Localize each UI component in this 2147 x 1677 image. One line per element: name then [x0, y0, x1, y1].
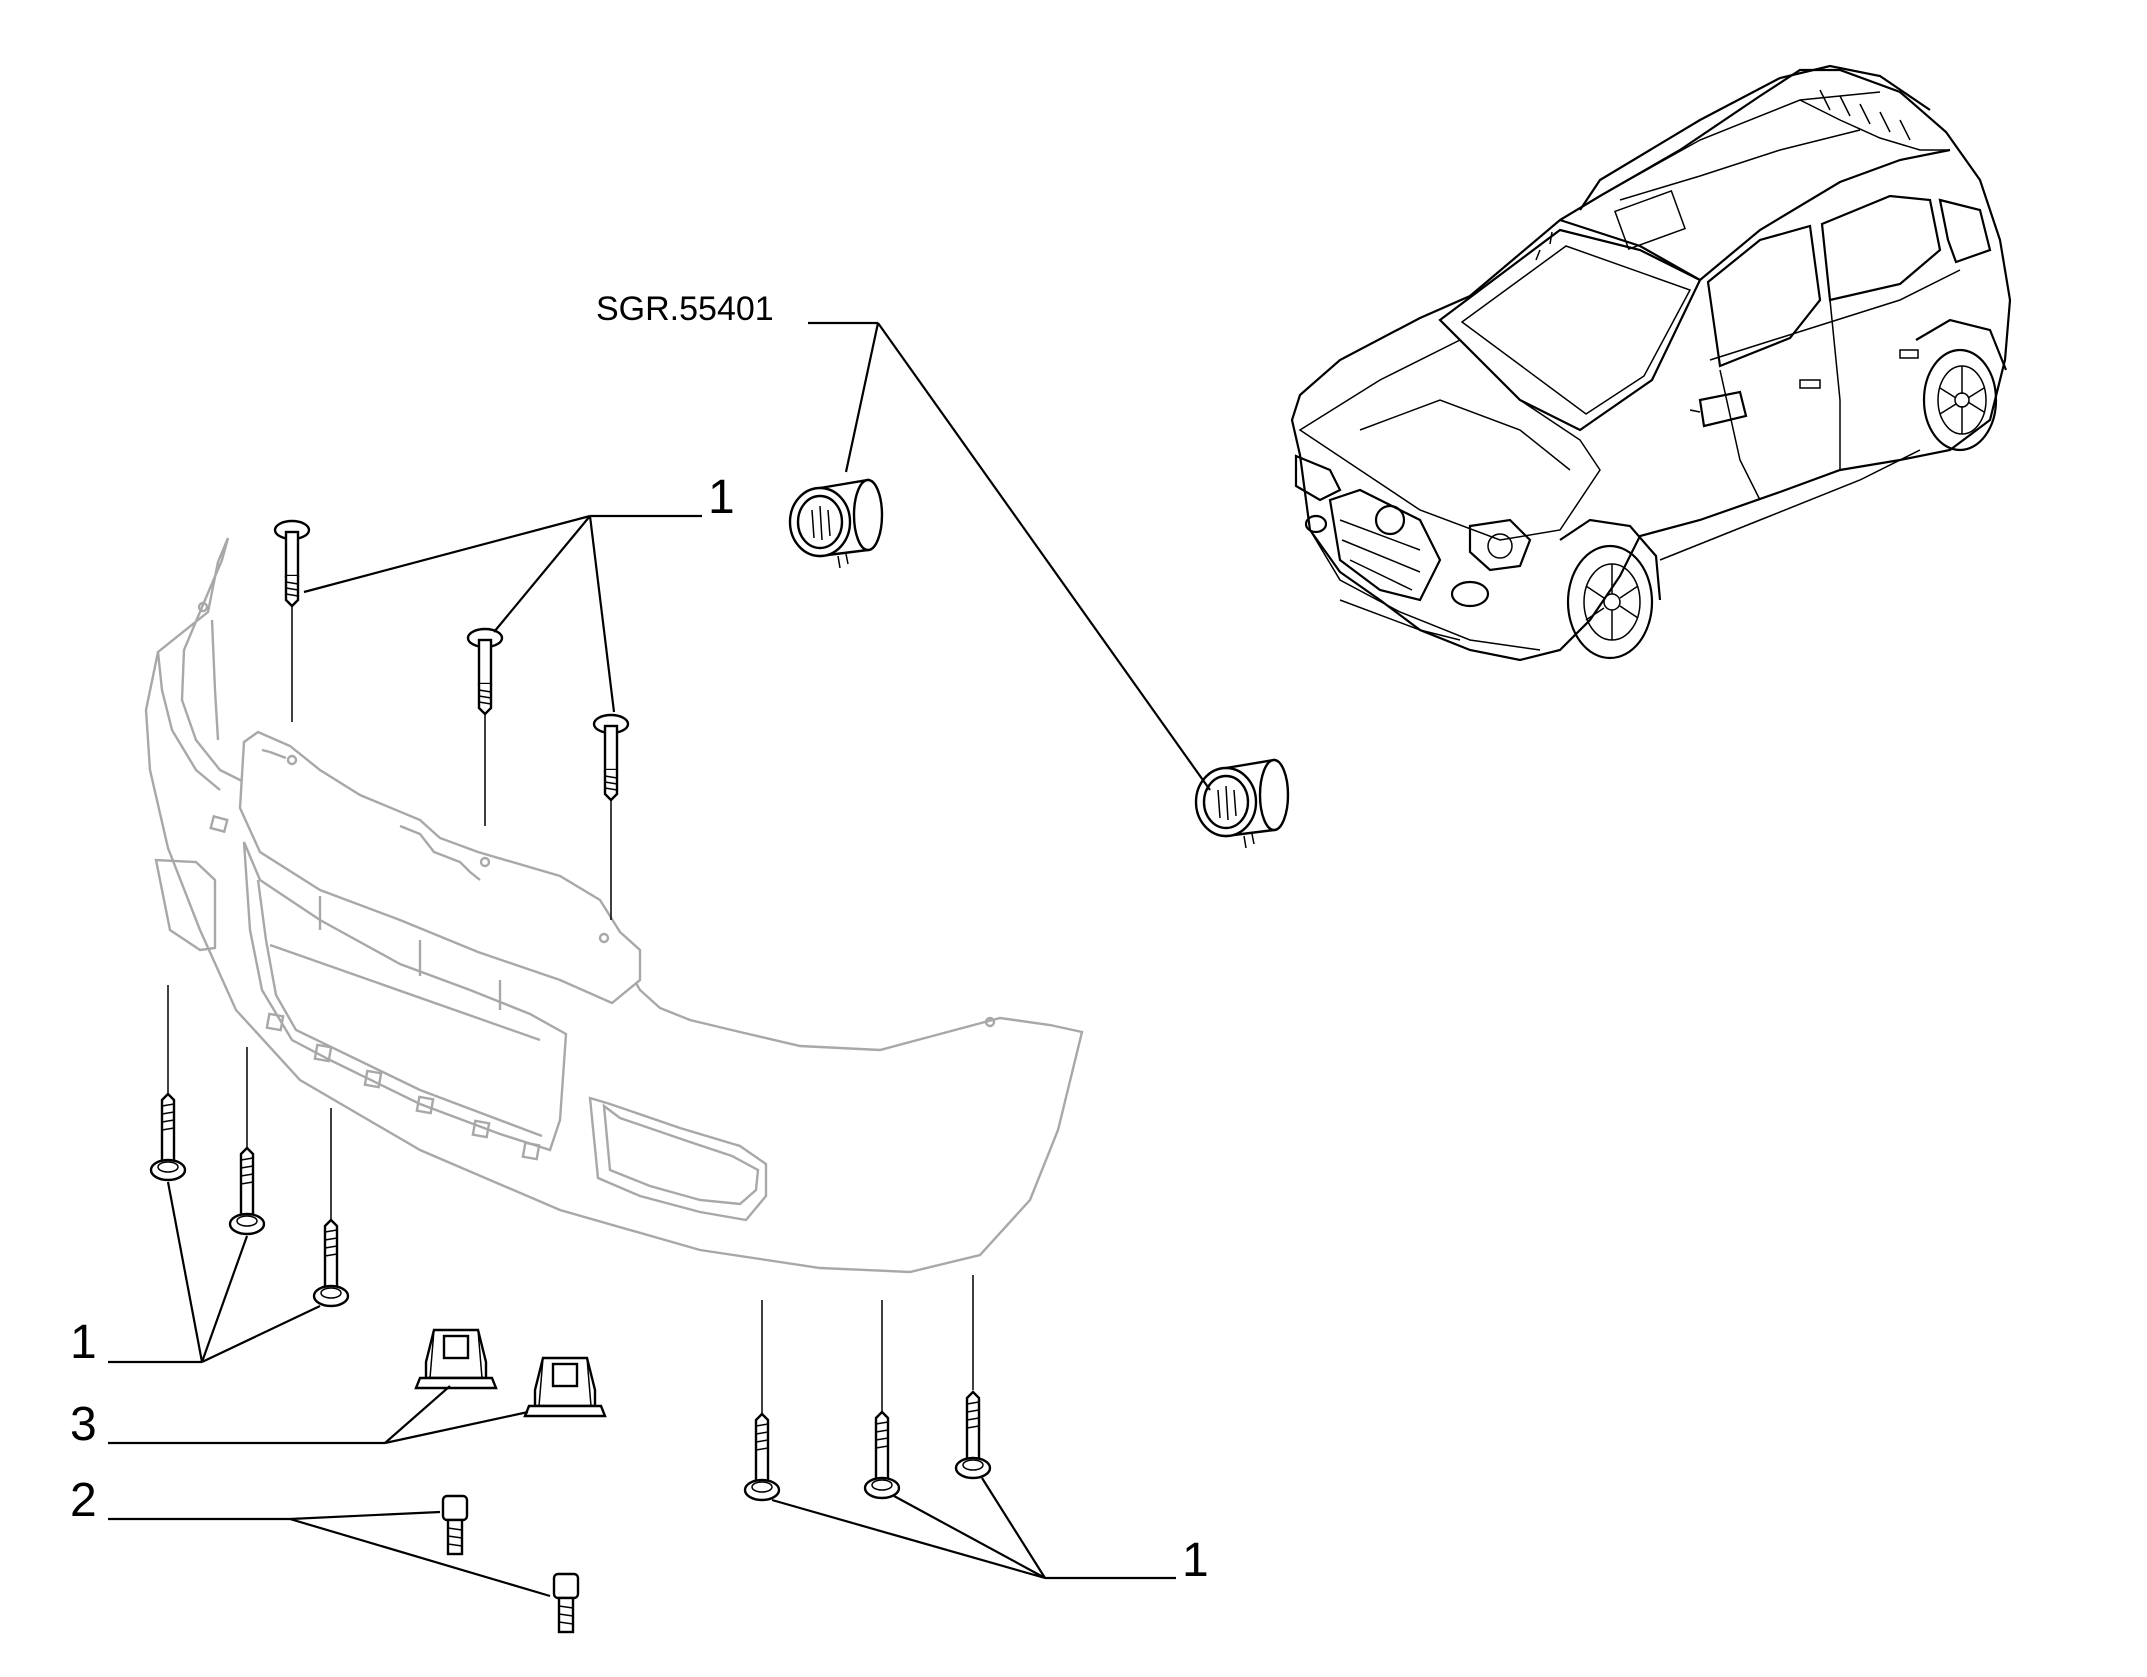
bolt-2: [552, 1572, 580, 1634]
screw-bottom-left-2: [228, 1146, 266, 1236]
callout-clips: 3: [70, 1398, 97, 1451]
fog-lamp-left: [788, 478, 884, 570]
leader-lines: [108, 321, 1211, 1598]
callout-screws-top: 1: [708, 471, 735, 524]
screw-bottom-left-3: [312, 1218, 350, 1308]
callout-screws-bottom-left: 1: [70, 1316, 97, 1369]
screw-top-right: [592, 713, 630, 802]
front-bumper: [144, 537, 1084, 1274]
clip-2: [523, 1356, 607, 1418]
fog-lamp-right: [1194, 758, 1290, 850]
bolt-1: [441, 1494, 469, 1556]
screw-bottom-left-1: [149, 1092, 187, 1182]
clip-1: [414, 1328, 498, 1390]
screw-top-left: [273, 519, 311, 608]
callout-bolts: 2: [70, 1474, 97, 1527]
vehicle-illustration: [1290, 64, 2012, 662]
callout-screws-bottom-right: 1: [1182, 1534, 1209, 1587]
screw-bottom-right-1: [743, 1412, 781, 1502]
screw-bottom-right-2: [863, 1410, 901, 1500]
reference-code: SGR.55401: [596, 290, 774, 328]
screw-top-middle: [466, 627, 504, 716]
guide-lines: [167, 600, 974, 1420]
screw-bottom-right-3: [954, 1390, 992, 1480]
